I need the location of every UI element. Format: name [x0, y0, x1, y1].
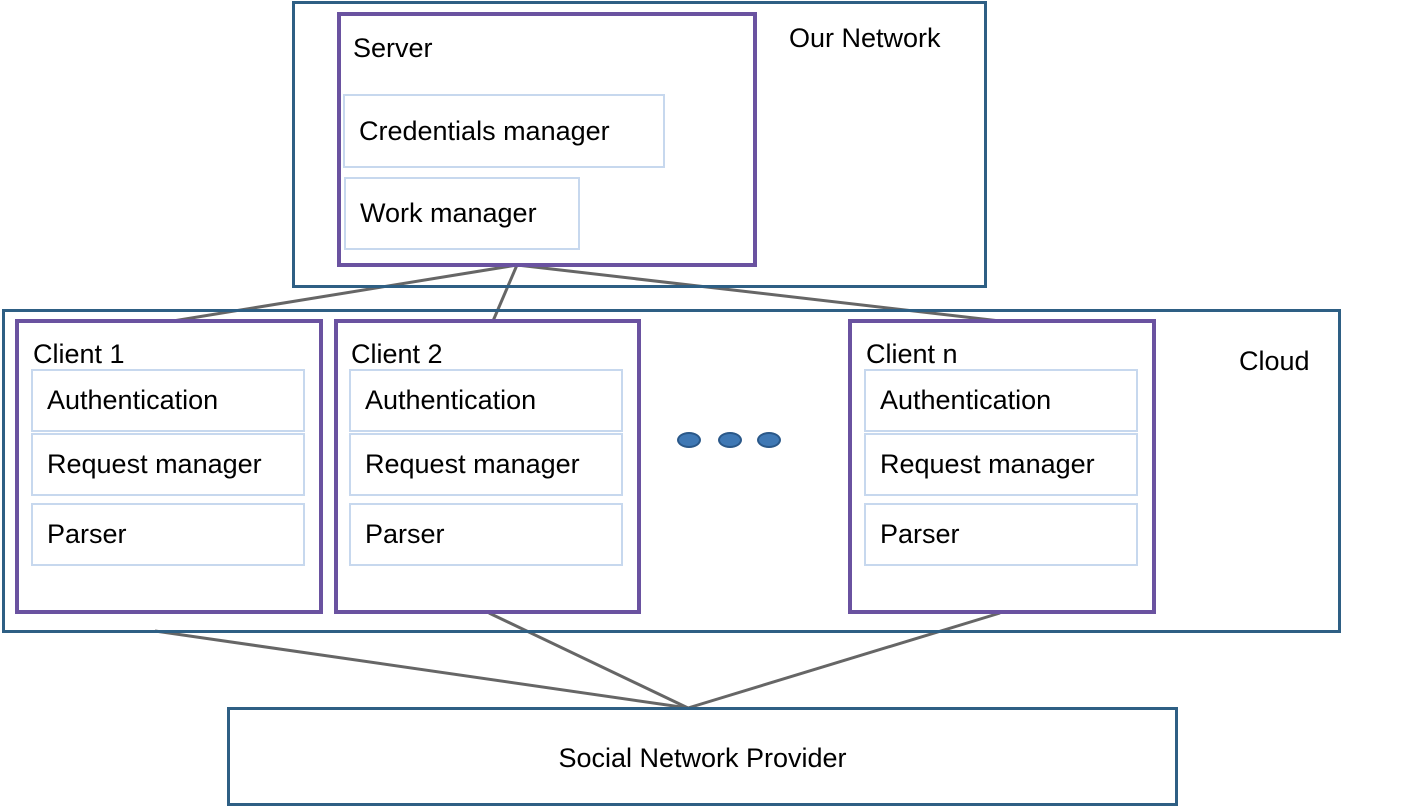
our-network-label: Our Network — [789, 23, 941, 53]
server-node: Server Credentials manager Work manager — [337, 12, 757, 267]
connector-client-2-provider — [488, 611, 689, 710]
work-manager-component: Work manager — [344, 177, 580, 250]
social-network-provider-label: Social Network Provider — [558, 743, 847, 773]
client-1-node: Client 1 Authentication Request manager … — [15, 319, 323, 614]
client-n-title: Client n — [866, 339, 958, 369]
client-2-title: Client 2 — [351, 339, 443, 369]
server-title: Server — [353, 33, 433, 63]
client-1-parser: Parser — [31, 503, 305, 566]
client-n-parser: Parser — [864, 503, 1138, 566]
client-n-request-manager: Request manager — [864, 433, 1138, 496]
client-2-authentication: Authentication — [349, 369, 623, 432]
client-1-title: Client 1 — [33, 339, 125, 369]
ellipsis-dot — [757, 432, 781, 448]
connector-client-n-provider — [687, 611, 1001, 710]
client-2-node: Client 2 Authentication Request manager … — [334, 319, 641, 614]
ellipsis-dot — [677, 432, 701, 448]
cloud-label: Cloud — [1239, 346, 1310, 376]
client-n-node: Client n Authentication Request manager … — [848, 319, 1156, 614]
client-2-request-manager: Request manager — [349, 433, 623, 496]
client-1-authentication: Authentication — [31, 369, 305, 432]
client-n-authentication: Authentication — [864, 369, 1138, 432]
our-network-group — [292, 1, 987, 288]
credentials-manager-component: Credentials manager — [343, 94, 665, 168]
client-2-parser: Parser — [349, 503, 623, 566]
connector-cloud-provider — [154, 629, 689, 710]
social-network-provider-box: Social Network Provider — [227, 707, 1178, 806]
cloud-group — [2, 309, 1341, 633]
ellipsis-dot — [718, 432, 742, 448]
client-1-request-manager: Request manager — [31, 433, 305, 496]
